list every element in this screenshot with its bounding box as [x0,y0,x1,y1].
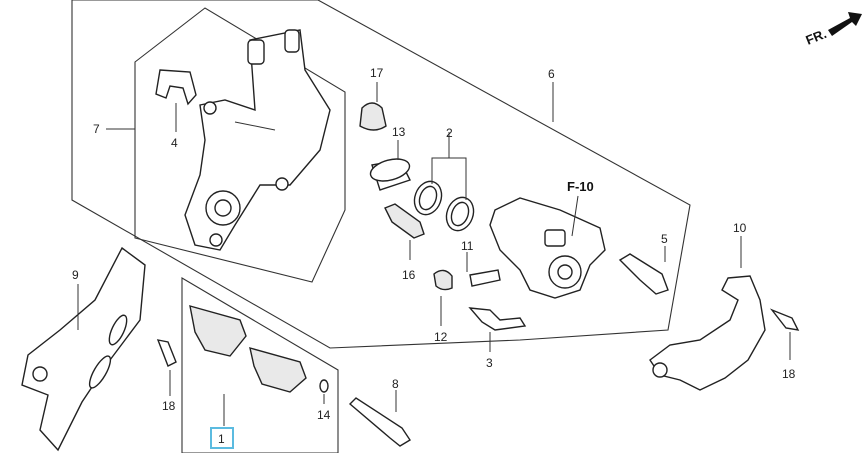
part-bolt-right [769,308,800,331]
callout-9[interactable]: 9 [72,268,79,282]
callout-7[interactable]: 7 [93,122,100,136]
callout-16[interactable]: 16 [402,268,416,282]
part-bleed-cap [359,102,387,131]
part-bleeder-cap [433,269,453,291]
leader-lines [77,82,791,426]
part-disc-guard [21,246,146,452]
reference-code: F-10 [567,179,594,194]
callout-18-right[interactable]: 18 [782,367,796,381]
part-pin-clip [319,379,329,393]
callout-14[interactable]: 14 [317,408,331,422]
callout-2[interactable]: 2 [446,126,453,140]
callout-6[interactable]: 6 [548,67,555,81]
callouts: 7 4 17 13 2 6 5 10 11 16 12 3 9 18 18 8 … [72,66,796,449]
callout-11[interactable]: 11 [461,239,474,253]
part-piston [369,158,411,191]
front-arrow-icon [828,12,862,36]
part-bolt-left [156,339,177,367]
callout-3[interactable]: 3 [486,356,493,370]
front-direction-marker: FR. [804,12,862,48]
pad-set-frame [181,277,339,453]
callout-4[interactable]: 4 [171,136,178,150]
callout-13[interactable]: 13 [392,125,406,139]
caliper-assembly-frame [71,0,691,349]
part-piston-seals [413,180,475,232]
part-caliper-bracket [184,29,331,251]
part-bleeder-screw [469,269,501,287]
callout-1[interactable]: 1 [218,432,225,446]
part-pin-bolt [618,253,669,295]
callout-5[interactable]: 5 [661,232,668,246]
part-pin-boot [384,203,425,239]
part-caliper-body [489,197,606,299]
callout-12[interactable]: 12 [434,330,448,344]
part-pad-retainer [468,307,527,331]
callout-18-left[interactable]: 18 [162,399,176,413]
callout-10[interactable]: 10 [733,221,747,235]
part-brake-pads [189,305,307,393]
selected-callout-highlight [210,427,234,449]
svg-text:FR.: FR. [804,26,829,48]
callout-17[interactable]: 17 [370,66,384,80]
callout-8[interactable]: 8 [392,377,399,391]
part-pad-spring [155,69,197,106]
bracket-frame [134,7,346,283]
part-pad-pin [348,397,411,447]
part-caliper-guard [649,275,766,391]
